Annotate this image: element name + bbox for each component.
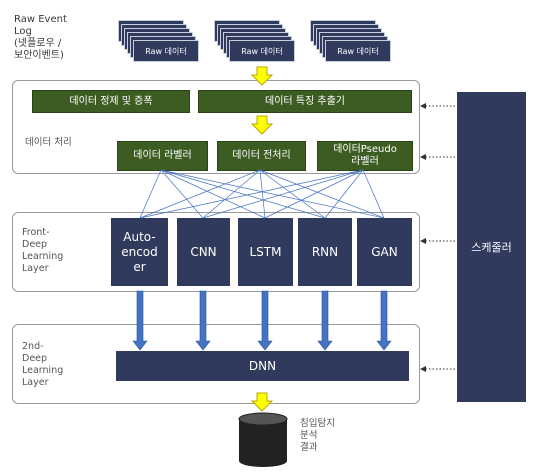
pseudo-labeler-box: 데이터Pseudo 라벨러	[317, 141, 413, 171]
database-icon	[238, 412, 288, 467]
dnn-box: DNN	[116, 351, 409, 381]
data-labeler-box: 데이터 라벨러	[117, 141, 208, 171]
raw-data-stack-1: Raw 데이터	[118, 20, 204, 66]
scheduler-arrows	[424, 105, 455, 370]
source-label: Raw Event Log (넷플로우 / 보안이벤트)	[14, 14, 67, 61]
model-cnn: CNN	[177, 218, 230, 286]
model-lstm: LSTM	[238, 218, 293, 286]
arrow-raw-to-extract	[250, 66, 274, 86]
arrow-dnn-to-result	[250, 392, 274, 412]
feature-extractor-box: 데이터 특징 추출기	[198, 90, 412, 113]
fan-connections	[139, 169, 385, 219]
scheduler-box: 스케줄러	[457, 92, 526, 402]
second-layer-label: 2nd- Deep Learning Layer	[22, 341, 64, 388]
arrow-extract-to-preprocess	[250, 115, 274, 135]
model-autoencoder: Auto- encod er	[111, 218, 168, 286]
front-layer-label: Front- Deep Learning Layer	[22, 227, 64, 274]
model-to-dnn-arrows	[132, 290, 392, 351]
raw-data-stack-2: Raw 데이터	[214, 20, 300, 66]
result-label: 침입탐지 분석 결과	[300, 418, 335, 453]
model-rnn: RNN	[298, 218, 352, 286]
raw-data-label: Raw 데이터	[325, 40, 391, 62]
model-gan: GAN	[357, 218, 412, 286]
raw-data-label: Raw 데이터	[229, 40, 295, 62]
data-processing-label: 데이터 처리	[25, 137, 72, 148]
data-refine-box: 데이터 정제 및 증폭	[32, 90, 190, 113]
raw-data-stack-3: Raw 데이터	[310, 20, 396, 66]
raw-data-label: Raw 데이터	[133, 40, 199, 62]
